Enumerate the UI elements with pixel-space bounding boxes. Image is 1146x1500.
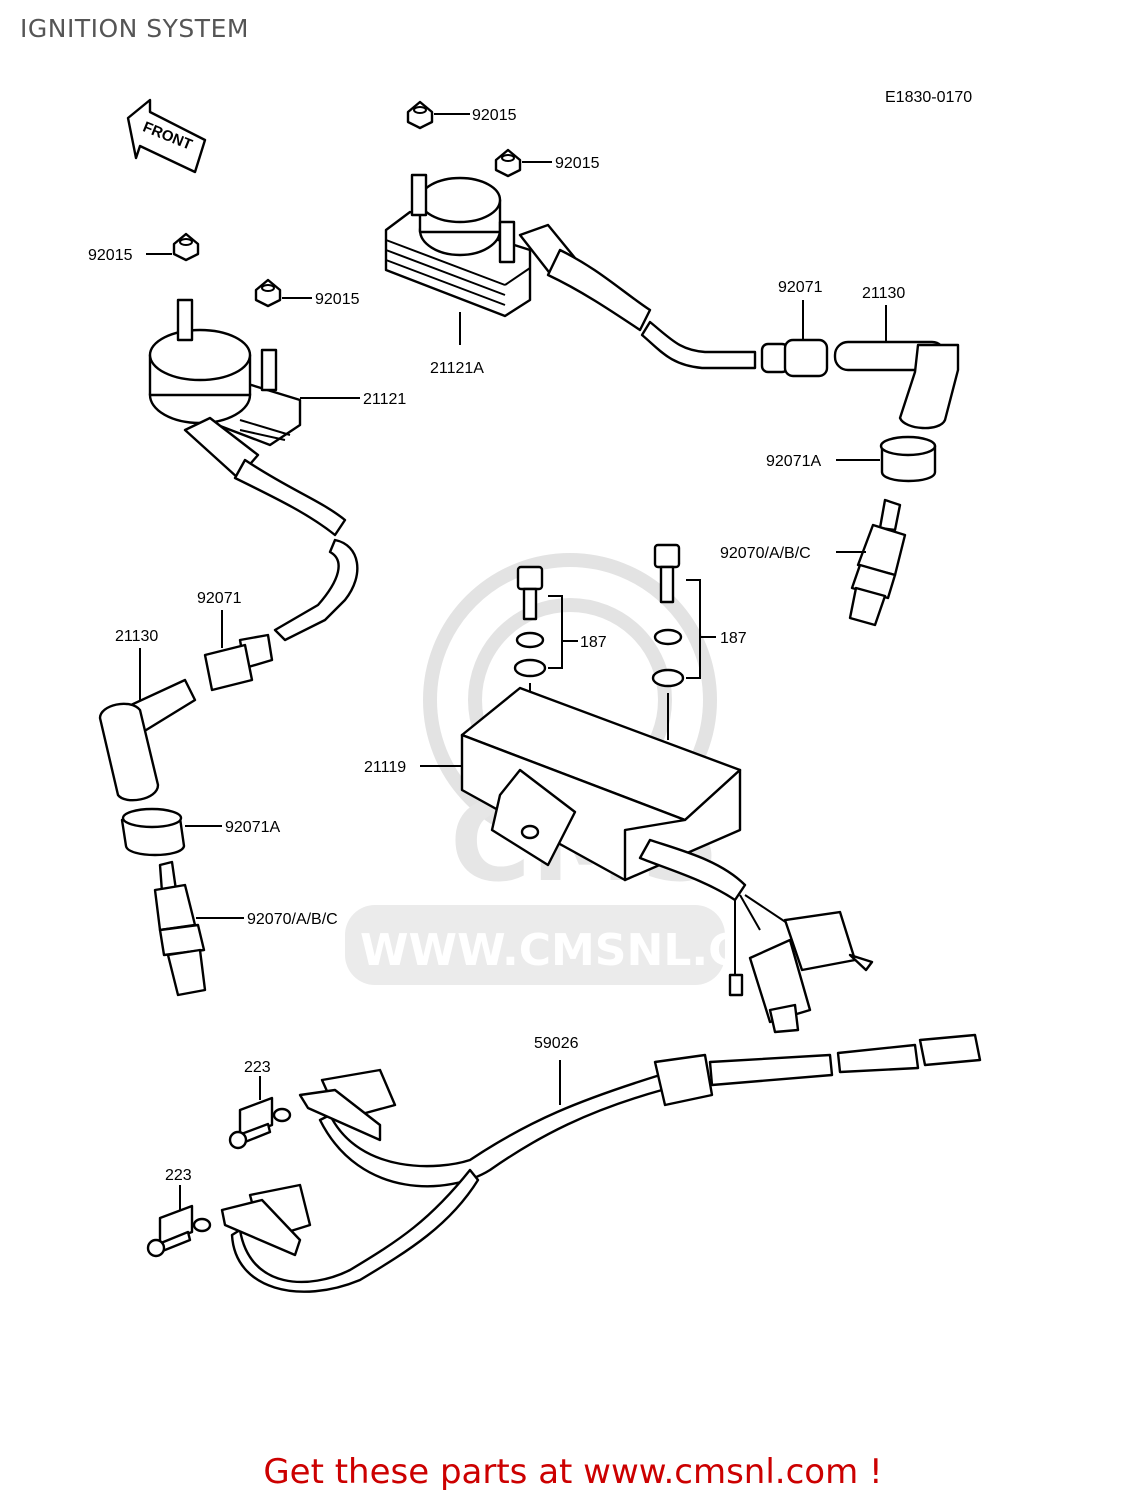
label-nut-a: 92015 <box>472 107 517 124</box>
label-seal-left: 92071A <box>225 819 280 836</box>
high-tension-lead-right <box>640 320 757 370</box>
page-title: IGNITION SYSTEM <box>20 14 249 43</box>
label-cap-right: 92071 <box>778 279 823 296</box>
nut-icon <box>406 100 434 130</box>
screw-set-top <box>228 1096 292 1150</box>
bolt-washer-set-left <box>513 565 547 678</box>
label-plug-cap-left: 21130 <box>115 628 158 645</box>
label-cap-left: 92071 <box>197 590 242 607</box>
label-plug-cap-right: 21130 <box>862 285 905 302</box>
diagram-code: E1830-0170 <box>885 89 972 106</box>
footer-promo-link[interactable]: Get these parts at www.cmsnl.com ! <box>263 1452 883 1492</box>
label-nut-b: 92015 <box>555 155 600 172</box>
ignition-coil-right <box>384 173 652 332</box>
label-coil-right: 21121A <box>430 360 484 377</box>
label-nut-c: 92015 <box>88 247 133 264</box>
label-bolt-right: 187 <box>720 630 747 647</box>
spark-plug-left <box>153 860 207 997</box>
label-screw-top: 223 <box>244 1059 271 1076</box>
nut-icon <box>172 232 200 262</box>
spark-plug-cap-left <box>98 678 197 802</box>
seal-ring-right <box>879 435 937 483</box>
screw-set-bottom <box>146 1204 212 1258</box>
high-tension-lead-left <box>273 538 359 642</box>
nut-icon <box>494 148 522 178</box>
watermark-url: WWW.CMSNL.COM <box>360 925 822 976</box>
plug-cap-cover-left <box>203 633 274 692</box>
label-coil-left: 21121 <box>363 391 406 408</box>
label-seal-right: 92071A <box>766 453 821 470</box>
front-arrow-icon: FRONT <box>126 98 207 174</box>
plug-cap-cover-right <box>760 338 829 378</box>
spark-plug-cap-right <box>833 340 960 430</box>
igniter-connectors <box>728 894 874 1034</box>
label-igniter: 21119 <box>364 759 406 776</box>
label-screw-bottom: 223 <box>165 1167 192 1184</box>
label-spark-plug-left: 92070/A/B/C <box>247 911 338 928</box>
watermark-logo: CMS WWW.CMSNL.COM <box>345 553 822 985</box>
label-nut-d: 92015 <box>315 291 360 308</box>
igniter-unit <box>460 686 747 902</box>
pickup-coil-harness <box>220 1033 982 1293</box>
bolt-washer-set-right <box>651 543 685 688</box>
label-spark-plug-right: 92070/A/B/C <box>720 545 811 562</box>
ignition-coil-left <box>148 298 347 537</box>
spark-plug-right <box>848 498 907 627</box>
nut-icon <box>254 278 282 308</box>
seal-ring-left <box>120 807 186 857</box>
label-pickup-harness: 59026 <box>534 1035 579 1052</box>
label-bolt-left: 187 <box>580 634 607 651</box>
